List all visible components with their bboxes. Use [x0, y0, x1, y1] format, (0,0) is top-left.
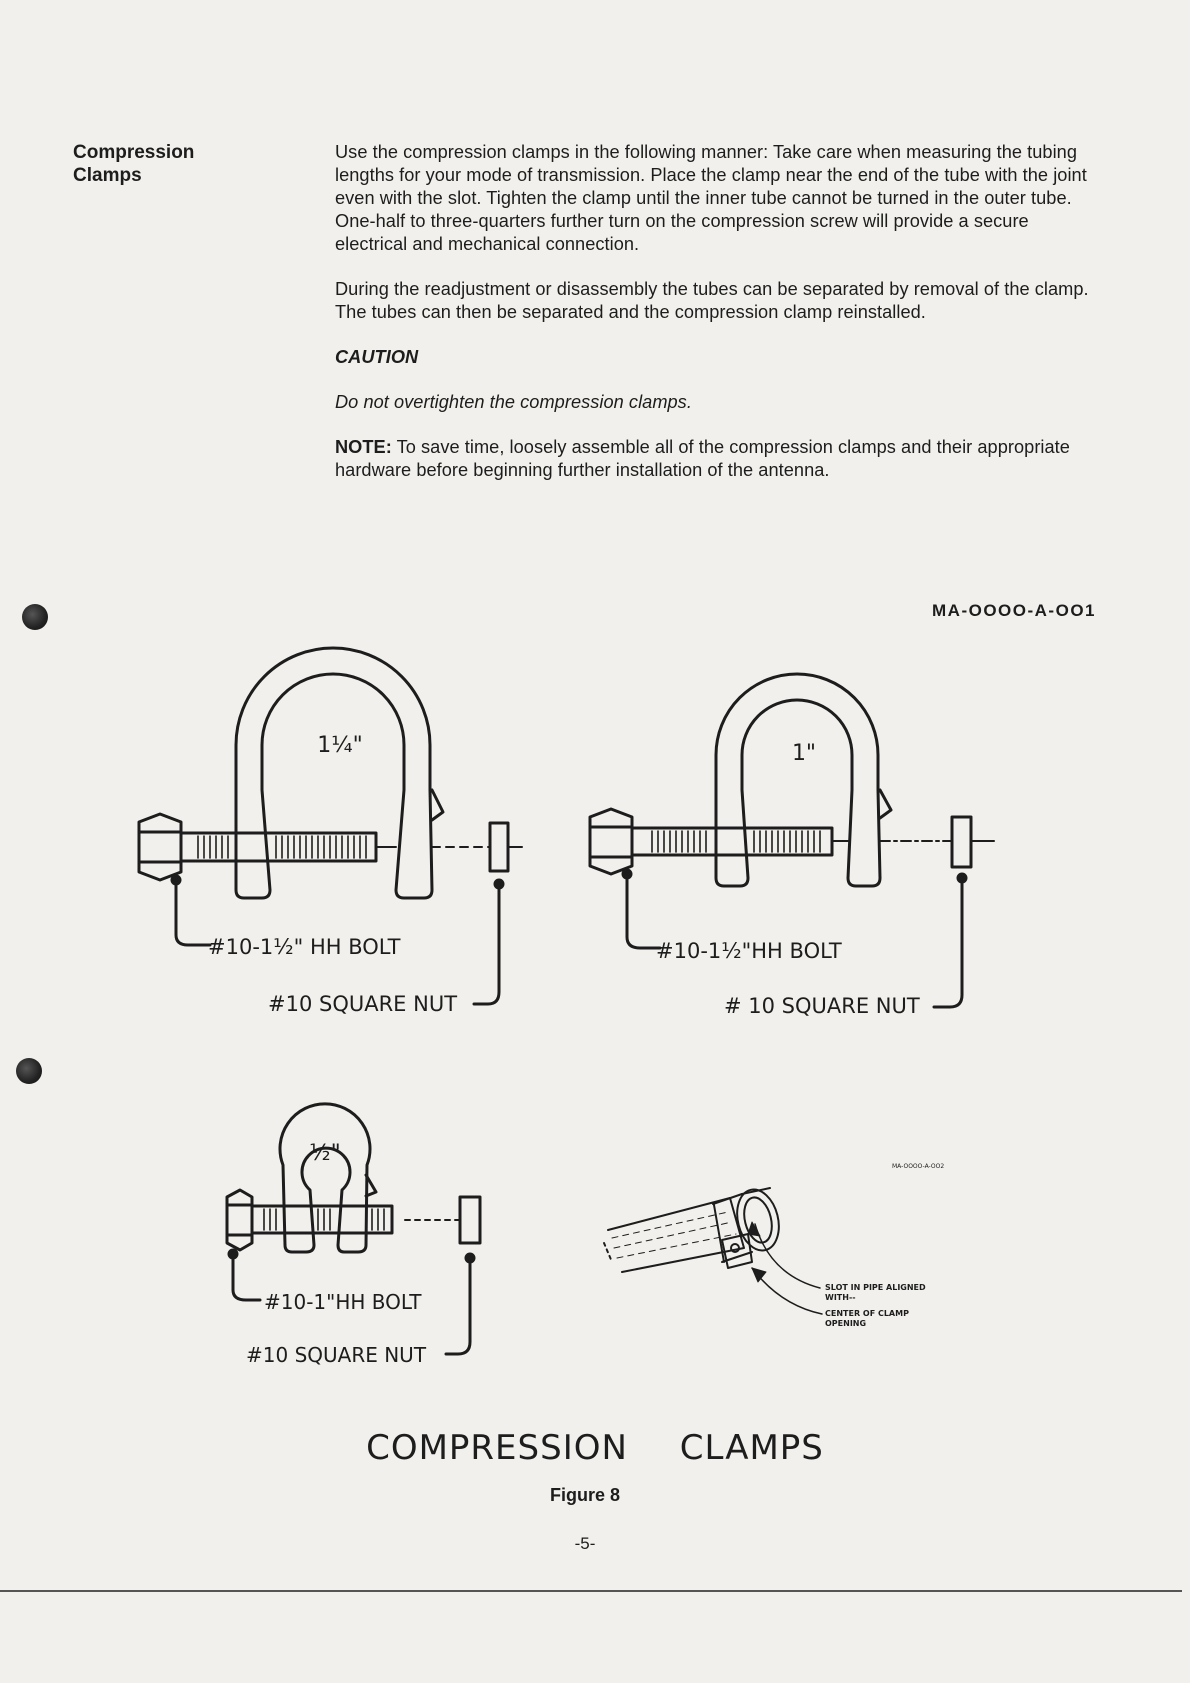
pipe-label-slot: SLOT IN PIPE ALIGNED [825, 1283, 926, 1292]
clamp-small-bolt-label: #10-1"HH BOLT [264, 1290, 422, 1314]
clamp-large-size-label: 1¼" [317, 733, 362, 758]
caution-text: Do not overtighten the compression clamp… [335, 392, 692, 412]
note-text: To save time, loosely assemble all of th… [335, 437, 1070, 480]
clamp-large-bolt-label: #10-1½" HH BOLT [208, 935, 401, 959]
clamp-small-nut-label: #10 SQUARE NUT [246, 1343, 427, 1367]
pipe-label-opening: OPENING [825, 1319, 866, 1328]
page-number: -5- [574, 1534, 596, 1553]
side-heading: Compression Clamps [73, 142, 195, 186]
drawing-code: MA-OOOO-A-OO1 [932, 601, 1096, 620]
paragraph-usage: Use the compression clamps in the follow… [335, 142, 1087, 254]
small-drawing-code: MA-OOOO-A-OO2 [892, 1163, 944, 1170]
clamp-medium-bolt-label: #10-1½"HH BOLT [656, 939, 842, 963]
clamp-medium-size-label: 1" [792, 741, 816, 766]
caution-title: CAUTION [335, 347, 419, 367]
figure-title: COMPRESSION CLAMPS [366, 1428, 824, 1468]
body-text: Use the compression clamps in the follow… [335, 141, 1097, 504]
bottom-rule [0, 1590, 1182, 1592]
figure-caption: Figure 8 [549, 1485, 620, 1505]
note-label: NOTE: [335, 437, 392, 457]
pipe-label-center: CENTER OF CLAMP [825, 1309, 909, 1318]
clamp-large-nut-label: #10 SQUARE NUT [268, 992, 457, 1016]
clamp-small-drawing [225, 1102, 482, 1356]
pipe-label-slot-with: WITH-- [825, 1293, 856, 1302]
clamp-medium-nut-label: # 10 SQUARE NUT [724, 994, 920, 1018]
binder-hole-bottom [16, 1058, 42, 1084]
clamp-large-drawing [137, 646, 523, 1006]
clamp-medium-drawing [588, 672, 995, 1009]
pipe-detail-drawing [603, 1187, 823, 1315]
note: NOTE: To save time, loosely assemble all… [335, 436, 1097, 482]
clamp-small-size-label: ½" [309, 1141, 340, 1166]
binder-hole-top [22, 604, 48, 630]
paragraph-disassembly: During the readjustment or disassembly t… [335, 279, 1089, 322]
